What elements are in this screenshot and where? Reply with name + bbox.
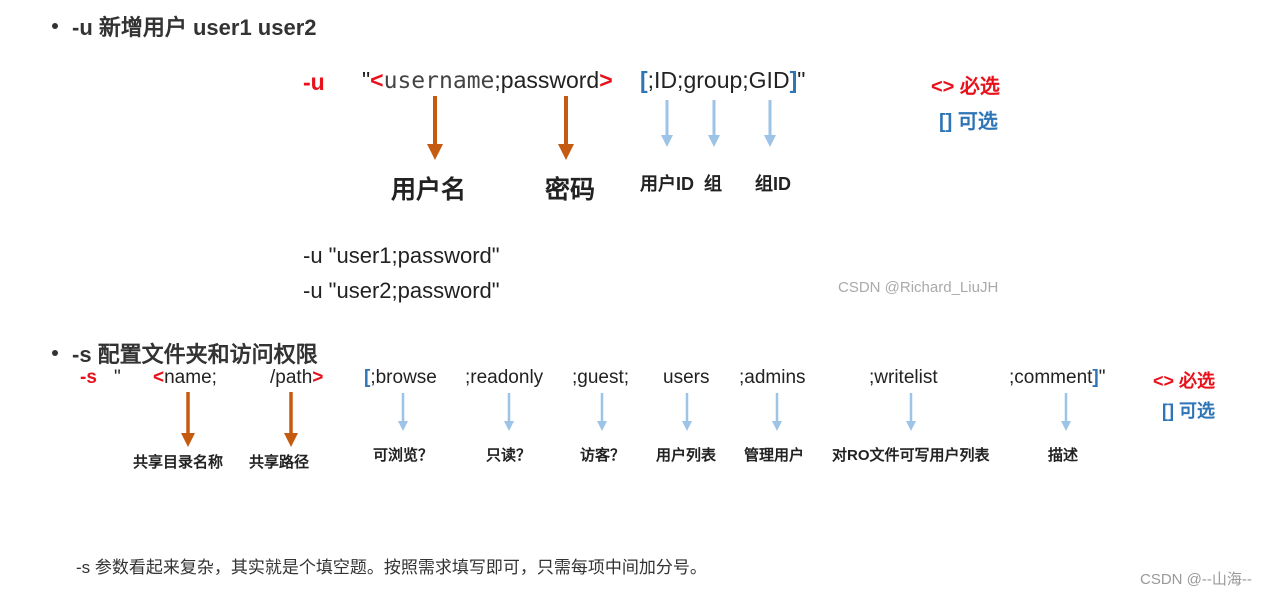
label-username: 用户名 [391, 176, 467, 204]
section1-title: -u 新增用户 user1 user2 [52, 10, 317, 42]
label-group: 组 [704, 174, 722, 194]
s-quote-open: " [114, 367, 121, 388]
u-password: ;password [494, 67, 600, 93]
s-path-text: /path [270, 367, 313, 388]
s-comment: ;comment]" [1009, 367, 1106, 389]
bullet-dot [52, 23, 58, 30]
legend2-optional-sym: [] [1162, 401, 1174, 421]
legend2-required-sym: <> [1153, 371, 1175, 391]
label-writelist: 对RO文件可写用户列表 [832, 447, 990, 464]
legend1-required: <> 必选 [931, 70, 1000, 99]
u-quote-close: " [797, 67, 806, 93]
label-guest: 访客？ [580, 447, 626, 464]
watermark-1: CSDN @Richard_LiuJH [838, 279, 999, 296]
legend2-required: <> 必选 [1153, 367, 1215, 393]
legend1-required-text: 必选 [959, 76, 1000, 98]
label-share-path: 共享路径 [249, 454, 310, 471]
label-userid: 用户ID [640, 174, 694, 194]
legend1-optional-sym: [] [939, 111, 953, 133]
label-admins: 管理用户 [744, 447, 805, 464]
legend1-optional-text: 可选 [957, 111, 998, 133]
s-admins: ;admins [739, 367, 806, 388]
label-comment: 描述 [1048, 447, 1079, 464]
s-name: <name; [153, 367, 217, 389]
watermark-footer: CSDN @--山海-- [1140, 571, 1252, 588]
legend1-optional: [] 可选 [939, 105, 998, 134]
u-lt: < [370, 67, 384, 93]
s-guest: ;guest; [572, 367, 630, 388]
s-comment-text: ;comment [1009, 367, 1093, 388]
s-name-text: name; [164, 367, 217, 388]
u-bracket-close: ] [789, 67, 798, 93]
legend2-optional-text: 可选 [1179, 401, 1216, 421]
label-share-name: 共享目录名称 [133, 454, 224, 471]
u-flag: -u [303, 69, 325, 95]
u-quote-open: " [362, 67, 371, 93]
u-bracket-open: [ [640, 67, 648, 93]
label-gid: 组ID [755, 174, 791, 194]
s-flag: -s [80, 367, 97, 388]
example-user2: -u "user2;password" [303, 278, 500, 303]
note-text: -s 参数看起来复杂，其实就是个填空题。按照需求填写即可，只需每项中间加分号。 [76, 558, 707, 577]
legend2-required-text: 必选 [1179, 371, 1216, 391]
s-browse: [;browse [364, 367, 437, 389]
s-gt: > [312, 367, 324, 388]
label-browse: 可浏览？ [373, 447, 434, 464]
s-writelist: ;writelist [869, 367, 938, 388]
label-password: 密码 [545, 176, 596, 204]
section2-title-text: -s 配置文件夹和访问权限 [72, 342, 318, 367]
u-gt: > [599, 67, 613, 93]
s-quote-close: " [1098, 367, 1106, 388]
example-user1: -u "user1;password" [303, 243, 500, 268]
s-bracket-close: ] [1092, 367, 1099, 388]
s-browse-text: ;browse [370, 367, 437, 388]
label-users: 用户列表 [656, 447, 717, 464]
legend1-required-sym: <> [931, 76, 955, 98]
u-syntax: "<username;password> [362, 67, 613, 94]
u-username: username [383, 68, 495, 94]
label-readonly: 只读？ [486, 447, 532, 464]
u-optional-fields: ;ID;group;GID [647, 67, 790, 93]
section1-title-text: -u 新增用户 user1 user2 [72, 15, 317, 40]
legend2-optional: [] 可选 [1162, 397, 1215, 423]
s-bracket-open: [ [364, 367, 371, 388]
s-users: users [663, 367, 710, 388]
s-lt: < [153, 367, 165, 388]
section2-title: -s 配置文件夹和访问权限 [52, 337, 318, 369]
s-readonly: ;readonly [465, 367, 544, 388]
bullet-dot [52, 350, 58, 357]
s-path: /path> [270, 367, 323, 389]
u-optional: [;ID;group;GID]" [640, 67, 805, 94]
